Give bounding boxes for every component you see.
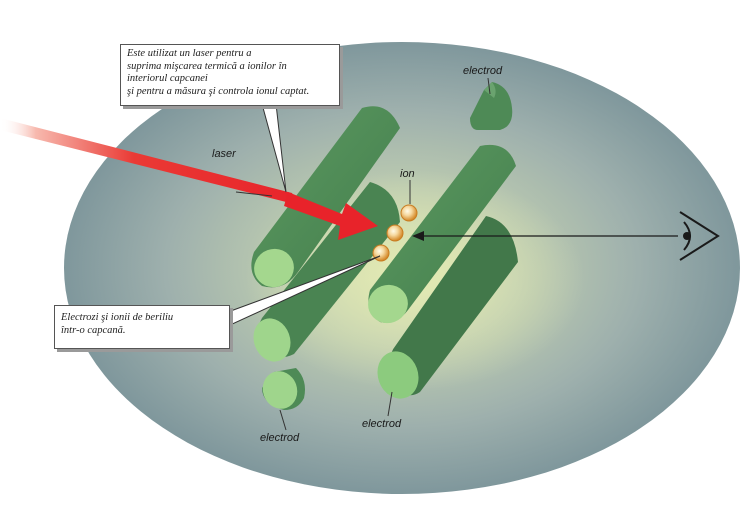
callout-trap-line-2: într-o capcană. xyxy=(61,324,126,336)
electrode-rod-front-left xyxy=(251,106,400,288)
ion-chain xyxy=(372,204,418,262)
eye-icon xyxy=(679,211,720,261)
callout-laser-line-4: şi pentru a măsura şi controla ionul cap… xyxy=(127,85,310,97)
label-ion: ion xyxy=(400,168,415,180)
callout-laser-line-3: interiorul capcanei xyxy=(127,73,208,84)
callout-laser-line-1: Este utilizat un laser pentru a xyxy=(127,48,252,59)
electrode-bottom-left xyxy=(262,368,305,410)
electrode-rod-back-right xyxy=(377,216,518,399)
label-electrode-bottom-left: electrod xyxy=(260,432,300,444)
callout-trap-description: Electrozi şi ionii de beriliu într-o cap… xyxy=(54,305,230,349)
laser-beam xyxy=(0,118,378,240)
leader-lines xyxy=(227,77,491,431)
observation-arrow xyxy=(412,231,678,241)
callout-trap-line-1: Electrozi şi ionii de beriliu xyxy=(61,312,174,323)
electrode-rod-front-right xyxy=(368,144,516,324)
callout-laser-line-2: suprima mişcarea termică a ionilor în xyxy=(127,60,287,72)
label-laser: laser xyxy=(212,148,236,160)
ion-upper xyxy=(400,204,418,222)
ion-middle xyxy=(386,224,404,242)
callout-laser-purpose: Este utilizat un laser pentru a suprima … xyxy=(120,44,340,106)
label-electrode-bottom-right: electrod xyxy=(362,418,402,430)
label-electrode-top: electrod xyxy=(463,65,503,77)
